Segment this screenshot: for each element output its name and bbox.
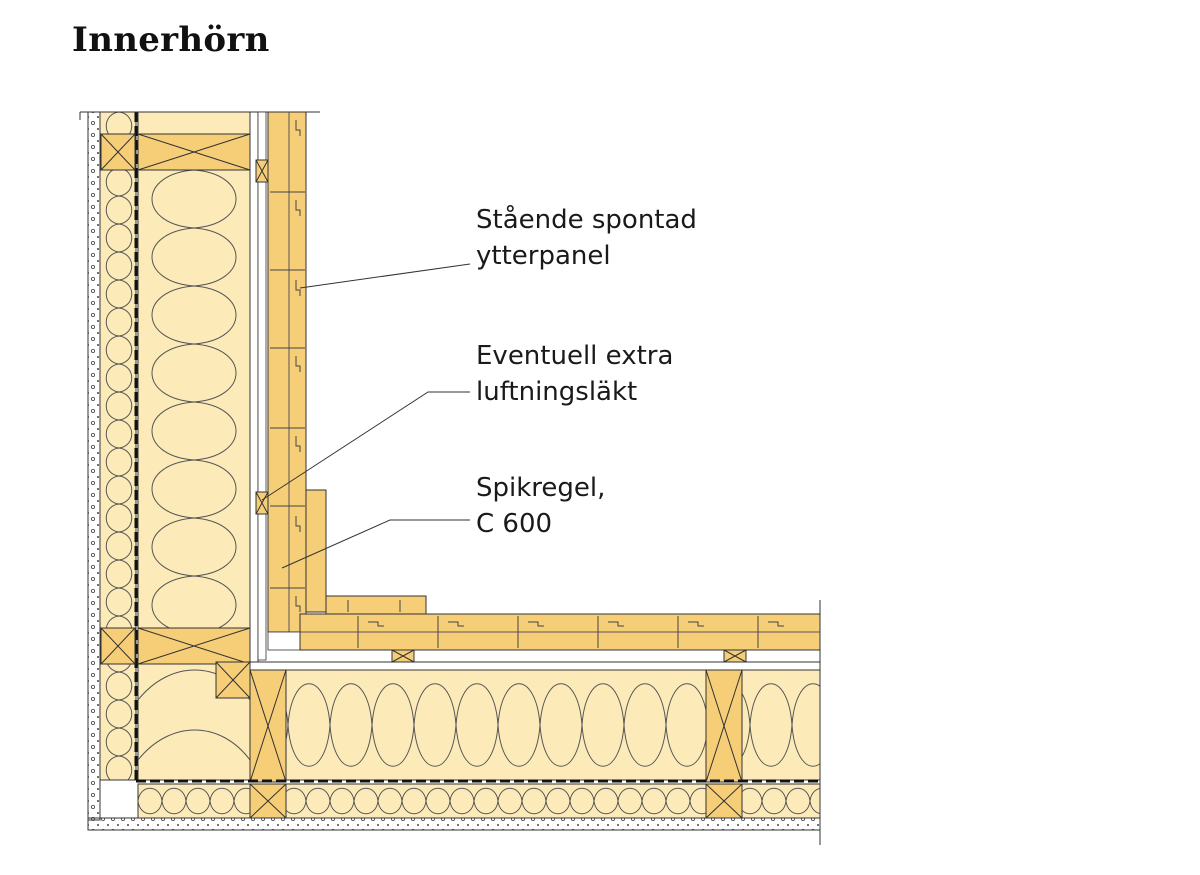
page-title: Innerhörn [72,20,270,60]
label-ventilation-lath-line2: luftningsläkt [476,377,638,407]
left-wall [79,111,320,821]
wind-barrier-bottom [249,661,821,671]
label-ventilation-lath-line1: Eventuell extra [476,341,674,371]
label-nailing-batten-line1: Spikregel, [476,473,606,503]
leader-nailing-batten [281,519,470,569]
nailing-batten-vertical [305,489,327,613]
interior-board-bottom [87,817,821,831]
outer-panel-horizontal [267,595,821,663]
interior-board-left [87,111,101,821]
leader-outer-panel [299,263,471,289]
leader-ventilation-lath [261,391,470,501]
nailing-batten-horizontal [325,595,427,615]
label-outer-panel-line1: Stående spontad [476,205,697,235]
label-ventilation-lath: Eventuell extra luftningsläkt [476,338,673,410]
outer-panel-vertical [255,111,327,661]
label-nailing-batten: Spikregel, C 600 [476,470,605,542]
label-nailing-batten-line2: C 600 [476,509,553,539]
label-outer-panel: Stående spontad ytterpanel [476,202,697,274]
bottom-wall [87,600,821,845]
wind-barrier-left [249,111,259,663]
label-outer-panel-line2: ytterpanel [476,241,611,271]
